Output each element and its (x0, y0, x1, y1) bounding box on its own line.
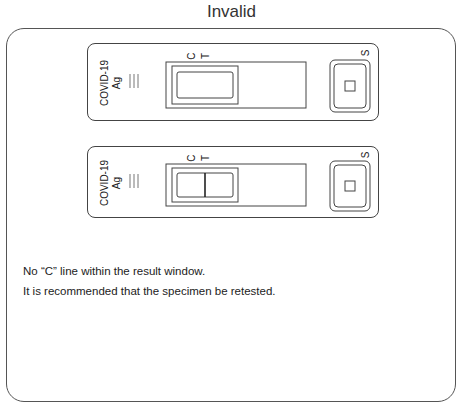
sample-mark: S (360, 47, 372, 59)
test-cassette: COVID-19 Ag CT S (87, 146, 379, 218)
grip-marks (130, 174, 138, 188)
sample-well-outer (330, 60, 370, 112)
test-mark: T (200, 50, 212, 62)
result-window (172, 66, 238, 104)
result-strip (177, 72, 233, 98)
product-label: COVID-19 Ag (99, 156, 122, 210)
result-panel: No “C” line within the result window. It … (6, 28, 456, 402)
sample-hole (345, 181, 355, 191)
product-label: COVID-19 Ag (99, 56, 122, 110)
sample-well-inner (334, 165, 366, 207)
result-frame (166, 62, 306, 108)
sample-hole (345, 81, 355, 91)
test-mark: T (200, 152, 212, 164)
result-strip (177, 173, 233, 197)
result-window (172, 168, 238, 202)
control-mark: C (186, 152, 198, 164)
sample-mark: S (360, 149, 372, 161)
test-cassette: COVID-19 Ag CT S (87, 43, 379, 121)
sample-well-inner (334, 64, 366, 108)
note-text: No “C” line within the result window. (23, 265, 443, 278)
heading: Invalid (0, 2, 463, 22)
sample-well-outer (330, 161, 370, 211)
result-frame (166, 164, 306, 206)
grip-marks (130, 74, 138, 88)
note-text: It is recommended that the specimen be r… (23, 285, 443, 298)
test-line (204, 173, 206, 197)
control-mark: C (186, 50, 198, 62)
